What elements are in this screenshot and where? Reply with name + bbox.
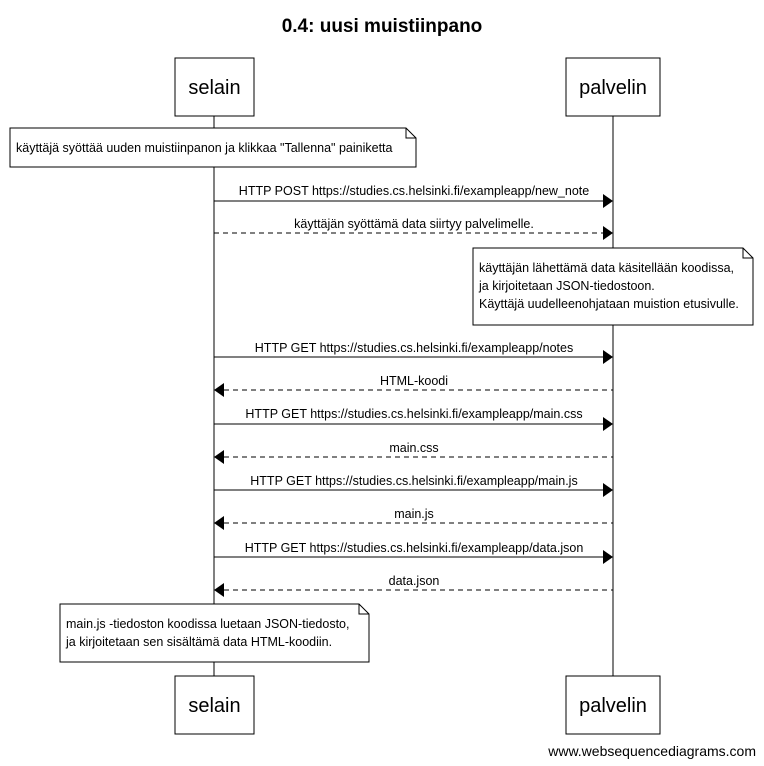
- note-user-input: käyttäjä syöttää uuden muistiinpanon ja …: [9, 127, 417, 168]
- message-main-css-response: main.css: [214, 441, 613, 464]
- note-client-render: main.js -tiedoston koodissa luetaan JSON…: [59, 603, 370, 663]
- message-data-json-response-label: data.json: [389, 574, 440, 588]
- actor-palvelin-bottom-label: palvelin: [579, 695, 647, 717]
- message-html-response: HTML-koodi: [214, 374, 613, 397]
- message-data-to-server: käyttäjän syöttämä data siirtyy palvelim…: [214, 217, 613, 240]
- note-client-render-line-2: ja kirjoitetaan sen sisältämä data HTML-…: [65, 635, 332, 649]
- message-get-main-js: HTTP GET https://studies.cs.helsinki.fi/…: [214, 474, 613, 497]
- message-get-data-json: HTTP GET https://studies.cs.helsinki.fi/…: [214, 541, 613, 564]
- message-main-js-response-label: main.js: [394, 507, 434, 521]
- message-data-to-server-label: käyttäjän syöttämä data siirtyy palvelim…: [294, 217, 534, 231]
- note-server-processing-line-2: ja kirjoitetaan JSON-tiedostoon.: [478, 279, 655, 293]
- message-get-notes-label: HTTP GET https://studies.cs.helsinki.fi/…: [255, 341, 573, 355]
- diagram-title: 0.4: uusi muistiinpano: [282, 16, 483, 37]
- note-server-processing-line-1: käyttäjän lähettämä data käsitellään koo…: [479, 261, 734, 275]
- actor-selain-bottom: selain: [174, 675, 255, 735]
- actor-selain-top: selain: [174, 57, 255, 117]
- message-main-js-response: main.js: [214, 507, 613, 530]
- message-get-main-css-label: HTTP GET https://studies.cs.helsinki.fi/…: [245, 407, 582, 421]
- note-client-render-line-1: main.js -tiedoston koodissa luetaan JSON…: [66, 617, 349, 631]
- message-post-new-note-label: HTTP POST https://studies.cs.helsinki.fi…: [239, 184, 589, 198]
- message-get-data-json-label: HTTP GET https://studies.cs.helsinki.fi/…: [245, 541, 584, 555]
- actor-palvelin-bottom: palvelin: [565, 675, 661, 735]
- actor-palvelin-top: palvelin: [565, 57, 661, 117]
- message-get-main-css: HTTP GET https://studies.cs.helsinki.fi/…: [214, 407, 613, 431]
- message-get-main-js-label: HTTP GET https://studies.cs.helsinki.fi/…: [250, 474, 577, 488]
- note-server-processing: käyttäjän lähettämä data käsitellään koo…: [472, 247, 754, 326]
- message-post-new-note: HTTP POST https://studies.cs.helsinki.fi…: [214, 184, 613, 208]
- message-get-notes: HTTP GET https://studies.cs.helsinki.fi/…: [214, 341, 613, 364]
- message-main-css-response-label: main.css: [389, 441, 438, 455]
- note-user-input-line-1: käyttäjä syöttää uuden muistiinpanon ja …: [16, 141, 393, 155]
- actor-palvelin-top-label: palvelin: [579, 77, 647, 99]
- message-data-json-response: data.json: [214, 574, 613, 597]
- actor-selain-top-label: selain: [188, 77, 240, 99]
- message-html-response-label: HTML-koodi: [380, 374, 448, 388]
- actor-selain-bottom-label: selain: [188, 695, 240, 717]
- footer-credit: www.websequencediagrams.com: [547, 743, 756, 759]
- note-server-processing-line-3: Käyttäjä uudelleenohjataan muistion etus…: [479, 297, 739, 311]
